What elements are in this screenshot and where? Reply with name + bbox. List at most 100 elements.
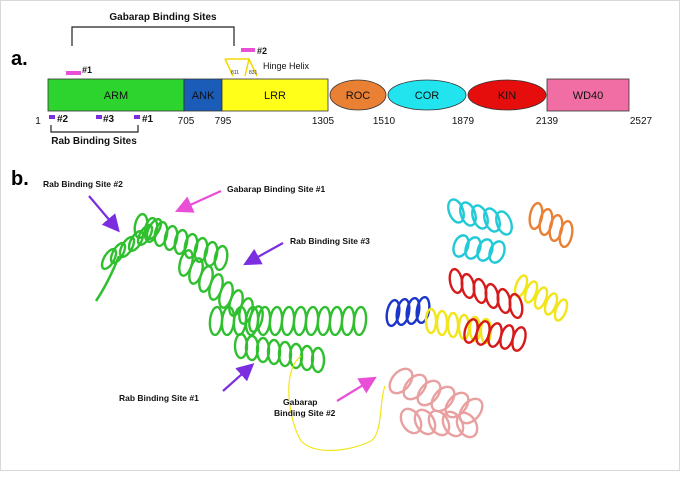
domain-arm-label: ARM (104, 90, 128, 102)
domain-wd40-label: WD40 (573, 90, 604, 102)
wd40-blade-b-1 (413, 408, 437, 436)
arm-helix-a-0 (100, 247, 118, 271)
domain-wd40-box (546, 78, 630, 112)
rab1-annotation: Rab Binding Site #1 (119, 393, 199, 403)
rab3-annotation: Rab Binding Site #3 (290, 236, 370, 246)
cor-helix-b-0 (452, 234, 470, 258)
rab2-annotation: Rab Binding Site #2 (43, 179, 123, 189)
position-labels: 1 705 795 1305 1510 1879 2139 2527 (35, 116, 652, 127)
gab1-annotation: Gabarap Binding Site #1 (227, 184, 326, 194)
wd40-blade-b-0 (399, 407, 423, 435)
rab-site-3-marker (96, 115, 102, 119)
cor-helix-3 (483, 207, 501, 233)
rab-sites-title: Rab Binding Sites (51, 136, 137, 147)
panel-a-label: a. (11, 48, 28, 70)
arm-helix-b-5 (183, 232, 199, 260)
rab1-arrow (222, 363, 255, 392)
domain-kin-label: KIN (498, 90, 516, 102)
domain-roc-label: ROC (346, 90, 371, 102)
gab2-annotation-line1: Gabarap (283, 397, 318, 407)
arm-helix-b-4 (173, 228, 189, 256)
kin-helix-5 (508, 292, 524, 320)
cor-helix-b-3 (488, 240, 506, 264)
wd40-blade-0 (388, 367, 414, 395)
rab-site-2-label: #2 (57, 114, 69, 125)
lrrk2-structure (94, 198, 574, 452)
lrr-helix-b-4 (553, 298, 569, 322)
arm-helix-b-3 (163, 224, 179, 252)
arm-helix-a-2 (118, 235, 136, 259)
disordered-loop (288, 355, 386, 452)
wd40-blade-b-2 (427, 409, 451, 437)
rab-site-1-label: #1 (142, 114, 154, 125)
lrr-helix-b-1 (523, 280, 539, 304)
arm-helices (94, 212, 368, 374)
panel-b-label: b. (11, 168, 29, 190)
position-1305: 1305 (312, 116, 335, 127)
rab-bracket (50, 125, 139, 133)
ank-helices (385, 295, 431, 328)
gabarap-site-2-marker (241, 48, 255, 52)
domain-kin-ellipse (467, 79, 547, 111)
hinge-helix-label: Hinge Helix (263, 61, 310, 71)
position-705: 705 (178, 116, 195, 127)
rab3-arrow (243, 242, 284, 266)
wd40-blade-3 (430, 385, 456, 413)
position-1510: 1510 (373, 116, 396, 127)
gabarap-site-2-label: #2 (257, 46, 267, 56)
wd40-blade-b-4 (455, 411, 479, 439)
wd40-blade-1 (402, 373, 428, 401)
domain-lrr-label: LRR (264, 90, 286, 102)
rab2-arrow (88, 195, 120, 233)
wd40-blade-b-3 (441, 410, 465, 438)
domain-arm-box (47, 78, 185, 112)
hinge-res-left: 811 (231, 70, 239, 76)
arm-helix-b-2 (153, 220, 169, 248)
gab1-arrow (174, 189, 222, 213)
cor-helix-1 (459, 201, 477, 227)
cor-helix-b-1 (464, 236, 482, 260)
lrr-helix-1 (435, 309, 449, 337)
gab2-annotation-line2: Binding Site #2 (274, 408, 336, 418)
roc-helix-3 (558, 219, 574, 249)
position-2527: 2527 (630, 116, 653, 127)
cor-helix-b-2 (476, 238, 494, 262)
gabarap-site-1-label: #1 (82, 65, 92, 75)
arm-helix-a-5 (145, 217, 163, 241)
domain-cor-ellipse (387, 79, 467, 111)
position-795: 795 (215, 116, 232, 127)
cor-helix-0 (447, 198, 465, 224)
wd40-domain (388, 367, 484, 439)
arm-helix-c-7 (248, 305, 264, 333)
domain-bar: ARM ANK LRR ROC COR KIN WD40 (47, 78, 630, 112)
domain-ank-box (183, 78, 223, 112)
domain-ank-label: ANK (192, 90, 215, 102)
arm-helix-b-6 (193, 236, 209, 264)
cor-helix-2 (471, 204, 489, 230)
rab-site-2-marker (49, 115, 55, 119)
arm-helix-b-0 (133, 212, 149, 240)
arm-helix-d-12 (352, 305, 368, 337)
position-1879: 1879 (452, 116, 475, 127)
gabarap-bracket (71, 26, 235, 46)
domain-cor-label: COR (415, 90, 440, 102)
arm-helix-b-8 (213, 244, 229, 272)
lrr-helix-b-2 (533, 286, 549, 310)
wd40-blade-4 (444, 391, 470, 419)
catalytic-domains (424, 198, 574, 352)
arm-helix-b-1 (143, 216, 159, 244)
arm-helix-e-7 (310, 346, 326, 374)
cor-helix-4 (495, 210, 513, 236)
position-1: 1 (35, 116, 41, 127)
lrr-helix-b-3 (543, 292, 559, 316)
ank-helix-0 (385, 298, 401, 328)
ank-helix-2 (405, 296, 421, 326)
wd40-blade-5 (458, 397, 484, 425)
position-2139: 2139 (536, 116, 559, 127)
hinge-helix-lines (224, 58, 258, 77)
domain-roc-ellipse (329, 79, 387, 111)
rab-site-1-marker (134, 115, 140, 119)
wd40-blade-2 (416, 379, 442, 407)
